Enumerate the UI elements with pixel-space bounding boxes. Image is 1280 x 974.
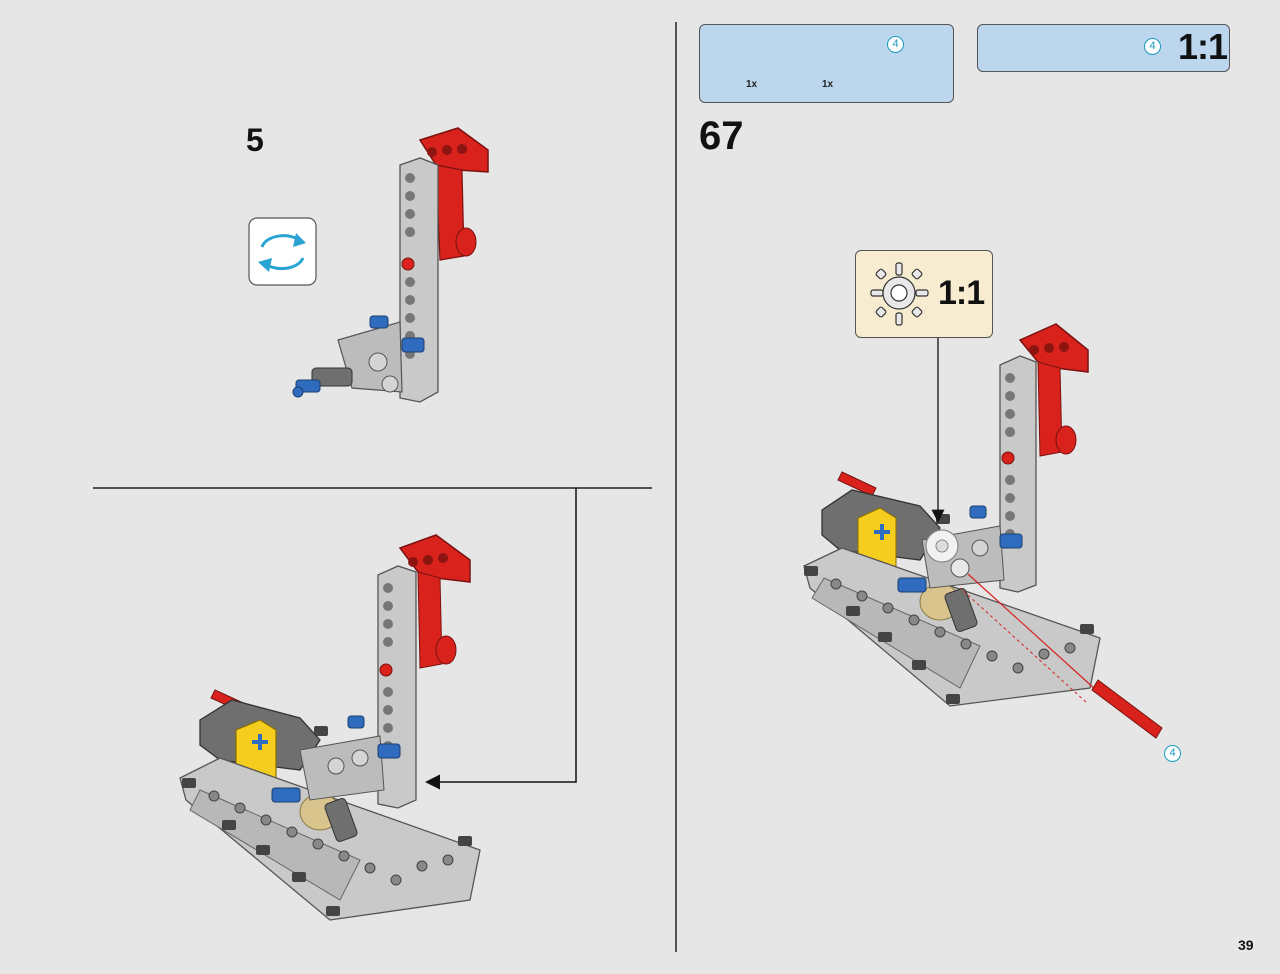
rotate-model-icon <box>248 217 317 286</box>
part-quantity: 1x <box>746 79 758 90</box>
scale-axle-length-badge: 4 <box>1144 38 1161 55</box>
scale-label: 1:1 <box>1178 26 1228 67</box>
gear-scale-label: 1:1 <box>938 274 985 312</box>
substep-connector-arrow <box>425 488 577 790</box>
scale-gear-icon <box>870 262 929 326</box>
substep-number: 5 <box>246 122 264 158</box>
lower-left-assembly <box>179 534 481 921</box>
new-gear-ghost <box>925 529 959 563</box>
page-number: 39 <box>1238 937 1254 953</box>
parts-callout <box>699 24 954 103</box>
step-67-assembly <box>803 323 1163 739</box>
step-number: 67 <box>699 114 744 158</box>
insert-axle-length-badge: 4 <box>1164 745 1181 762</box>
substep-5-model <box>292 127 489 403</box>
scale-callout <box>977 24 1230 72</box>
axle-length-badge: 4 <box>887 36 904 53</box>
part-quantity: 1x <box>822 79 834 90</box>
